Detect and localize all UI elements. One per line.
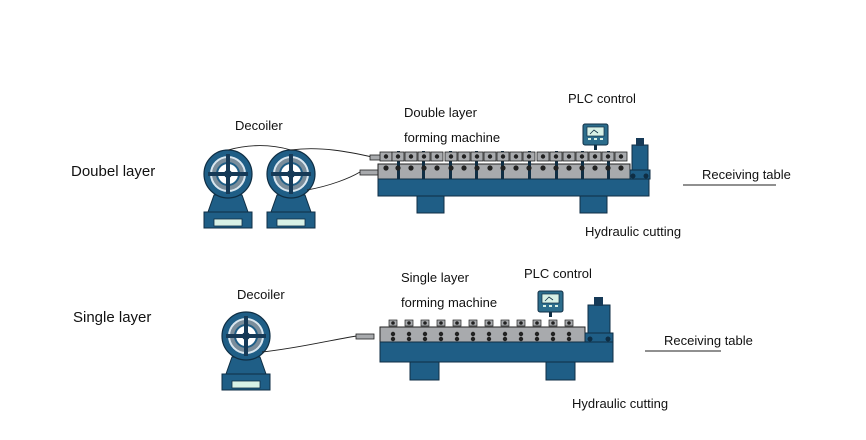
double-decoiler-label: Decoiler <box>235 118 283 133</box>
single-hydraulic-label: Hydraulic cutting <box>572 396 669 411</box>
double-layer-title: Doubel layer <box>71 163 156 180</box>
single-plc-box <box>537 290 564 318</box>
single-hydraulic-cutter <box>584 297 614 343</box>
single-decoiler-label: Decoiler <box>237 287 285 302</box>
double-hydraulic-label: Hydraulic cutting <box>585 224 682 239</box>
single-decoiler <box>221 311 271 391</box>
single-guide <box>355 333 375 340</box>
double-plc-box <box>582 123 609 151</box>
double-strips <box>227 145 373 191</box>
double-receiving-label: Receiving table <box>702 167 791 182</box>
double-decoiler-right <box>266 149 316 229</box>
double-machine-label-line2: forming machine <box>404 130 501 145</box>
double-decoiler-left <box>203 149 253 229</box>
single-plc-label: PLC control <box>524 266 592 281</box>
single-machine-label-line1: Single layer <box>401 270 469 285</box>
double-machine-label-line1: Double layer <box>404 105 477 120</box>
double-forming-machine <box>377 151 650 214</box>
single-machine-label-line2: forming machine <box>401 295 498 310</box>
double-guide-lower <box>359 169 379 176</box>
double-hydraulic-cutter <box>629 138 651 180</box>
single-layer-title: Single layer <box>73 309 152 326</box>
single-forming-machine <box>379 319 614 381</box>
single-receiving-label: Receiving table <box>664 333 753 348</box>
single-strip <box>261 335 358 353</box>
double-plc-label: PLC control <box>568 91 636 106</box>
